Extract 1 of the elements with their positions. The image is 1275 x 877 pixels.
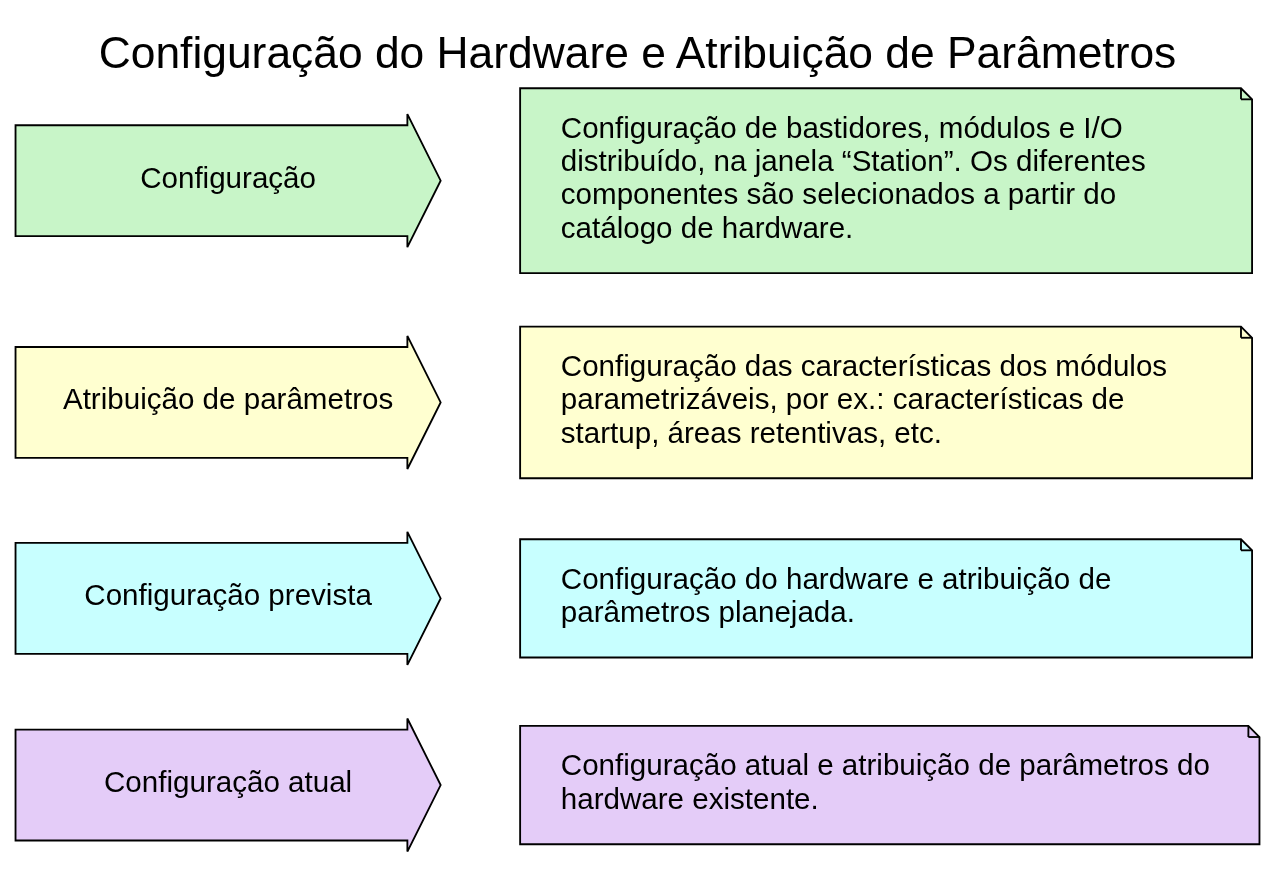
diagram-title: Configuração do Hardware e Atribuição de Parâmetros	[98, 28, 1177, 78]
